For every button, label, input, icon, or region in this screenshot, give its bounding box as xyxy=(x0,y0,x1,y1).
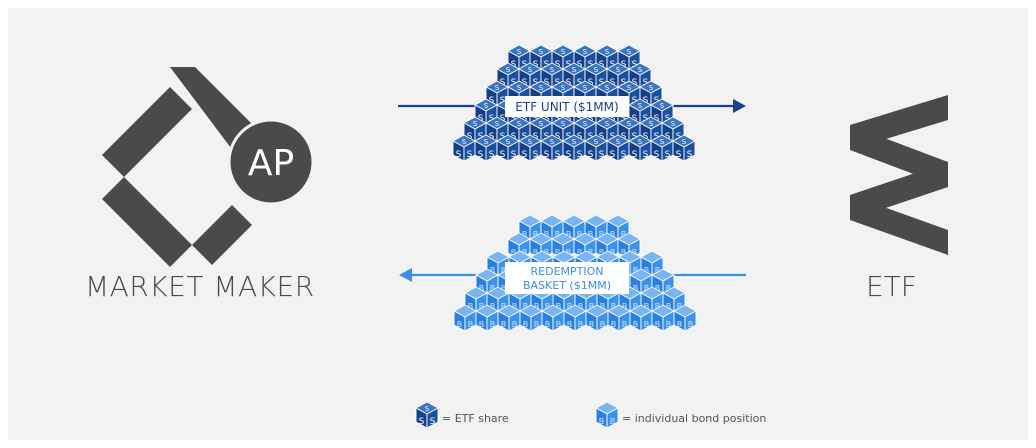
ap-badge: AP xyxy=(227,118,315,206)
legend-bond-cube-icon xyxy=(595,401,619,429)
etf-label: ETF xyxy=(866,270,917,303)
etf-logo-icon xyxy=(850,95,948,255)
etf-unit-label-box: ETF UNIT ($1MM) xyxy=(505,96,629,117)
legend-etf-share-text: = ETF share xyxy=(442,412,509,425)
legend-etf-share-cube-icon xyxy=(415,401,439,429)
ap-badge-text: AP xyxy=(248,143,294,184)
redemption-label-line2: BASKET ($1MM) xyxy=(523,279,611,292)
legend-bond-position-text: = individual bond position xyxy=(622,412,767,425)
market-maker-label: MARKET MAKER xyxy=(85,270,315,303)
redemption-label-line1: REDEMPTION xyxy=(531,265,604,278)
redemption-basket-label-box: REDEMPTION BASKET ($1MM) xyxy=(505,262,629,294)
etf-unit-label: ETF UNIT ($1MM) xyxy=(515,100,618,114)
